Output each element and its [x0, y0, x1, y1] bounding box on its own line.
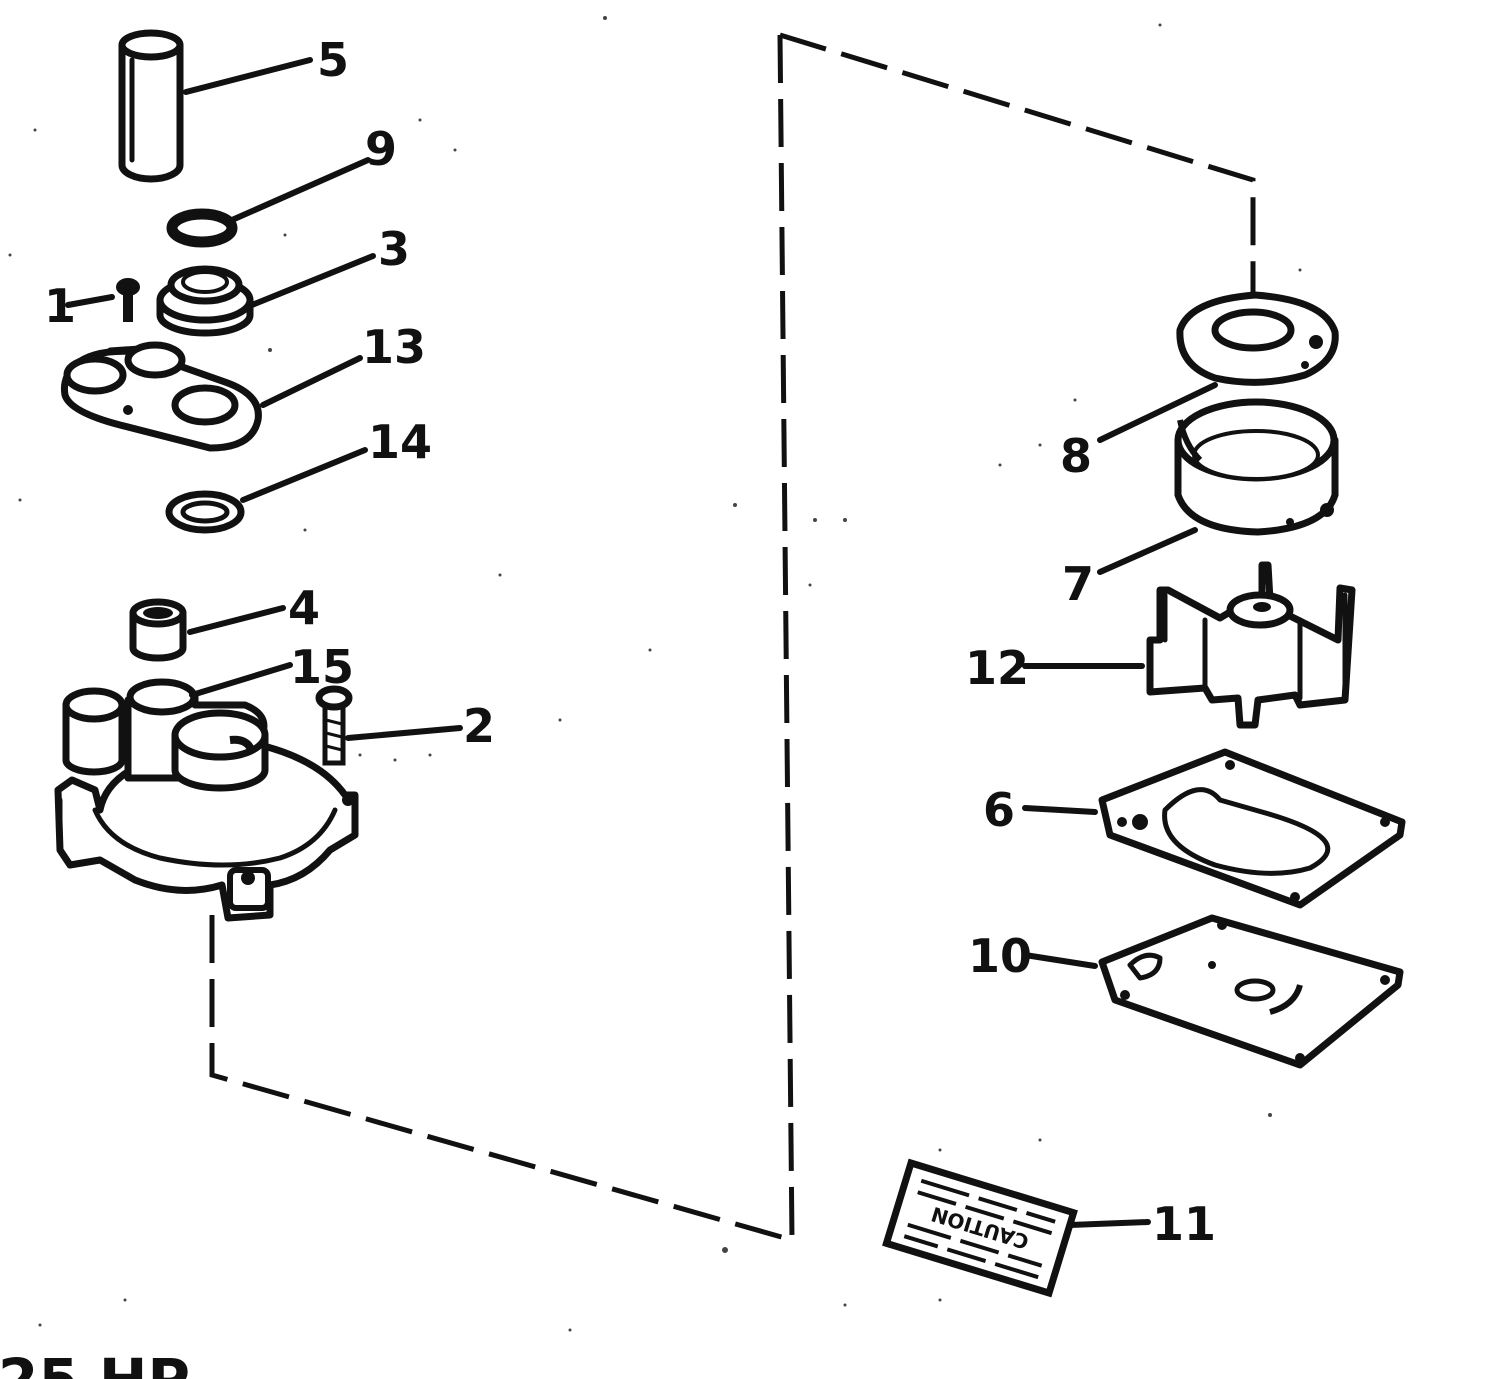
- callout-15: 15: [290, 640, 354, 694]
- callout-labels: 5 9 3 1 13 14 4 15 2 8 7 12 6 10 11: [44, 33, 1216, 1251]
- leader-4: [187, 605, 286, 635]
- callout-6: 6: [983, 783, 1015, 837]
- leader-6: [1022, 805, 1098, 815]
- leader-9: [229, 157, 371, 223]
- leader-2: [345, 725, 463, 741]
- callout-13: 13: [362, 320, 426, 374]
- callout-12: 12: [965, 641, 1029, 695]
- part-14-seal-ring: [165, 490, 245, 534]
- part-6-gasket: [1098, 748, 1406, 909]
- model-caption: 25 HP: [0, 1346, 190, 1379]
- callout-8: 8: [1060, 429, 1092, 483]
- callout-5: 5: [317, 33, 349, 87]
- leader-1: [65, 294, 115, 308]
- leader-5: [183, 57, 313, 95]
- part-10-wear-plate: [1098, 914, 1404, 1069]
- leader-lines: [65, 57, 1218, 1228]
- part-15-pump-housing: [54, 678, 359, 922]
- part-1-screw: [116, 278, 140, 322]
- leader-3: [249, 253, 376, 308]
- part-9-o-ring: [166, 208, 238, 248]
- callout-3: 3: [378, 222, 410, 276]
- leader-10: [1022, 952, 1098, 969]
- callout-11: 11: [1152, 1197, 1216, 1251]
- callout-9: 9: [365, 122, 397, 176]
- part-7-impeller-cup: [1174, 398, 1339, 536]
- callout-2: 2: [463, 699, 495, 753]
- guide-line-vertical: [777, 34, 795, 1241]
- guide-line-right-assembly: [779, 32, 1256, 300]
- leader-15: [189, 662, 293, 698]
- leader-11: [1067, 1219, 1151, 1228]
- guide-line-left-assembly: [209, 915, 793, 1243]
- callout-10: 10: [968, 929, 1032, 983]
- callout-1: 1: [44, 279, 76, 333]
- part-4-bushing: [129, 598, 187, 662]
- leader-13: [260, 355, 363, 408]
- leader-14: [240, 447, 368, 503]
- part-2-bolt: [315, 685, 353, 766]
- scan-grain: [8, 16, 1302, 1332]
- part-13-grommet-plate: [61, 341, 262, 452]
- part-12-impeller: [1146, 561, 1356, 729]
- callout-4: 4: [288, 581, 320, 635]
- leader-7: [1097, 527, 1198, 575]
- part-5-tube: [118, 29, 184, 183]
- part-3-seal-housing: [156, 265, 254, 337]
- part-11-caution-decal: CAUTION: [882, 1158, 1078, 1298]
- assembly-guide-lines: [209, 32, 1256, 1243]
- leader-8: [1097, 382, 1218, 443]
- callout-7: 7: [1062, 557, 1094, 611]
- part-8-cover-plate: [1176, 291, 1339, 386]
- callout-14: 14: [368, 415, 432, 469]
